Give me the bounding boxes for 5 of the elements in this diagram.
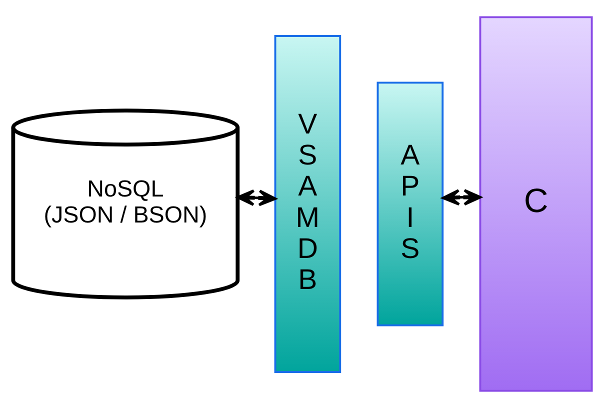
node-box: APIS: [376, 81, 444, 326]
arrow: [442, 188, 482, 206]
node-box: C: [479, 16, 593, 392]
arrow: [236, 188, 276, 206]
node-box: VSAMDB: [274, 34, 342, 372]
